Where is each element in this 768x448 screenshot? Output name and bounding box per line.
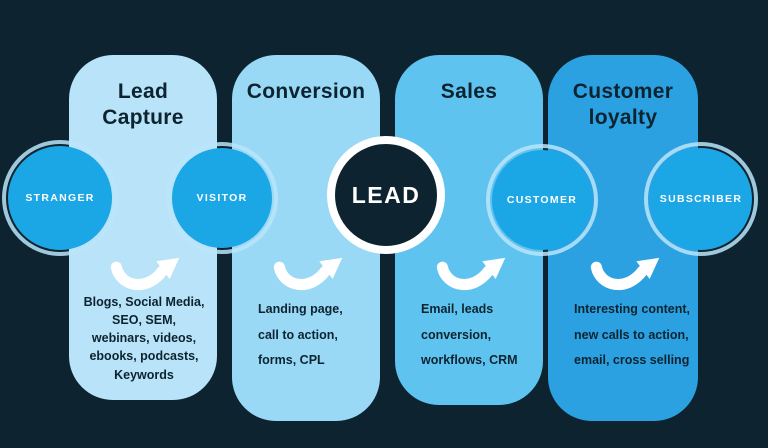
milestone-label: VISITOR (196, 192, 248, 204)
milestone-visitor: VISITOR (166, 142, 278, 254)
stage-title-conversion: Conversion (246, 80, 366, 103)
milestone-label: SUBSCRIBER (659, 193, 743, 205)
curved-arrow-icon (109, 241, 183, 297)
stage-title-customer-loyalty: Customer loyalty (572, 80, 674, 130)
milestone-customer: CUSTOMER (486, 144, 598, 256)
milestone-stranger: STRANGER (2, 140, 118, 256)
stage-description-lead-capture: Blogs, Social Media, SEO, SEM, webinars,… (83, 295, 205, 382)
milestone-subscriber: SUBSCRIBER (644, 142, 758, 256)
curved-arrow-icon (272, 241, 346, 297)
milestone-label: STRANGER (25, 192, 95, 204)
stage-description-conversion: Landing page, call to action, forms, CPL (258, 302, 343, 368)
curved-arrow-icon (589, 241, 663, 297)
milestone-label: LEAD (351, 181, 421, 208)
milestone-lead: LEAD (327, 136, 445, 254)
stage-description-sales: Email, leads conversion, workflows, CRM (421, 302, 518, 368)
milestone-label: CUSTOMER (506, 194, 578, 206)
stage-description-customer-loyalty: Interesting content, new calls to action… (574, 302, 690, 368)
stage-title-lead-capture: Lead Capture (102, 80, 184, 130)
stage-title-sales: Sales (440, 80, 498, 103)
curved-arrow-icon (435, 241, 509, 297)
